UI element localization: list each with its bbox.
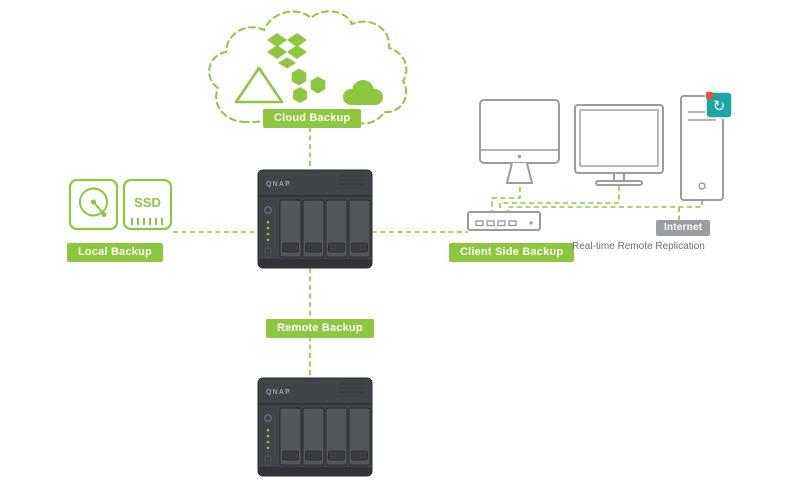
monitor-icon — [574, 104, 664, 186]
cloud-outline — [208, 10, 408, 125]
cloud-icon — [343, 80, 383, 105]
dropbox-icon — [267, 33, 307, 69]
internet-label: Internet — [656, 220, 711, 236]
nas-device-primary — [257, 169, 373, 269]
connector-tower-to-switch — [507, 200, 703, 212]
remote-backup-label: Remote Backup — [266, 319, 374, 338]
ssd-label: SSD — [134, 195, 161, 210]
netbak-replicator-icon: ↻ — [705, 91, 733, 119]
local-backup-label: Local Backup — [67, 243, 163, 262]
hexagon-cluster-icon — [290, 67, 327, 105]
pc-tower-icon — [680, 95, 724, 201]
google-drive-icon — [234, 66, 284, 104]
nas-device-remote — [257, 377, 373, 477]
sync-glyph: ↻ — [713, 98, 726, 115]
network-switch-icon — [467, 211, 541, 231]
realtime-replication-label: Real-time Remote Replication — [572, 241, 705, 252]
hdd-icon — [68, 178, 119, 231]
connector-imac-to-switch — [491, 187, 521, 212]
connector-monitor-to-switch — [499, 186, 620, 212]
ssd-icon: SSD — [122, 178, 173, 231]
client-side-backup-label: Client Side Backup — [449, 243, 575, 262]
imac-icon — [479, 99, 560, 184]
cloud-backup-label: Cloud Backup — [263, 109, 362, 128]
